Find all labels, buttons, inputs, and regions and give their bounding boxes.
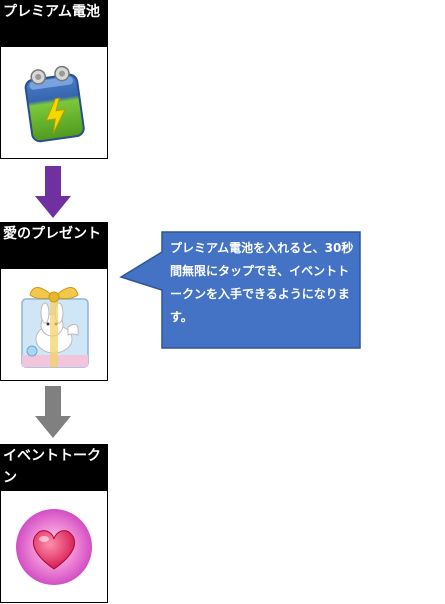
down-arrow-icon	[35, 386, 71, 438]
battery-icon	[1, 47, 107, 158]
down-arrow-icon	[35, 166, 71, 218]
callout-bubble	[119, 231, 361, 349]
callout-text: プレミアム電池を入れると、30秒間無限にタップでき、イベントトークンを入手できる…	[170, 241, 354, 324]
gift-box-icon	[1, 269, 107, 380]
step-card-gift: 愛のプレゼント	[0, 222, 108, 381]
step-card-event-token: イベントトークン	[0, 444, 108, 603]
step-card-premium-battery: プレミアム電池	[0, 0, 108, 159]
step-label: イベントトークン	[1, 445, 107, 491]
heart-token-icon	[1, 491, 107, 602]
step-label: 愛のプレゼント	[1, 223, 107, 269]
step-label: プレミアム電池	[1, 1, 107, 47]
